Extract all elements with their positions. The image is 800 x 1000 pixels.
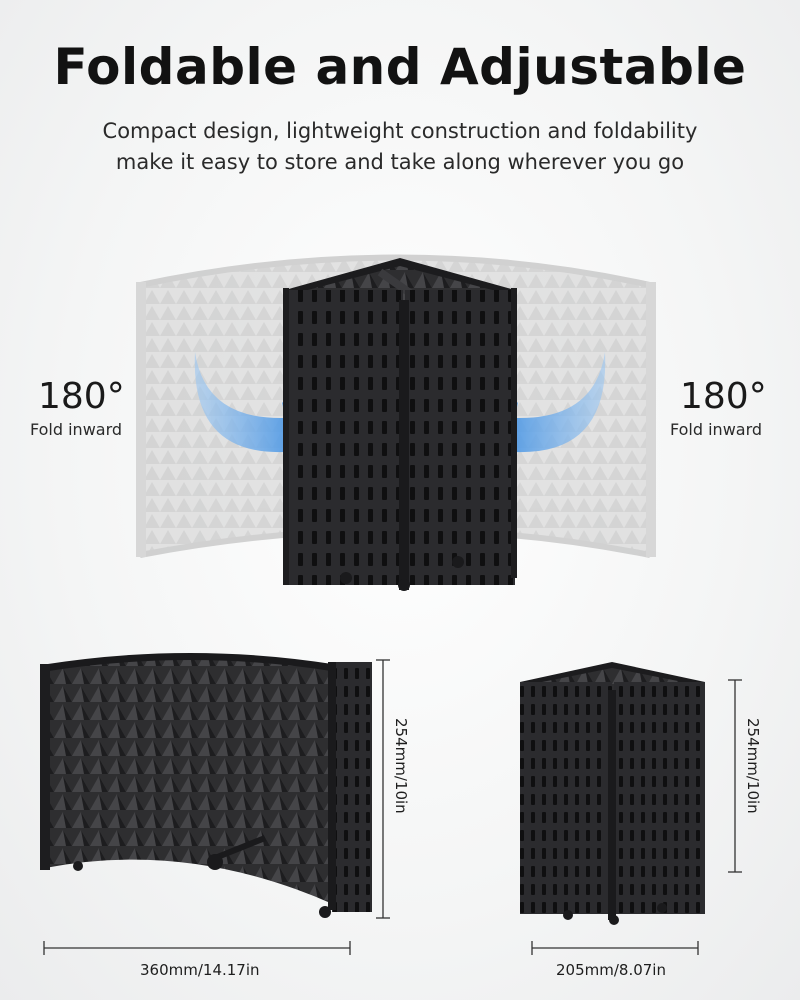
subtitle-line-2: make it easy to store and take along whe…	[115, 150, 685, 174]
page-subtitle: Compact design, lightweight construction…	[0, 116, 800, 178]
fold-left-angle: 180°	[38, 376, 125, 417]
folded-shield-main	[283, 258, 517, 591]
open-height-label: 254mm/10in	[392, 718, 410, 814]
folded-width-label: 205mm/8.07in	[556, 961, 666, 979]
folded-shield-small	[520, 662, 705, 925]
fold-right-angle: 180°	[680, 376, 767, 417]
folded-height-label: 254mm/10in	[744, 718, 762, 814]
open-width-label: 360mm/14.17in	[140, 961, 260, 979]
open-shield	[40, 653, 372, 918]
fold-left-label: Fold inward	[30, 420, 123, 439]
subtitle-line-1: Compact design, lightweight construction…	[102, 119, 698, 143]
page-title: Foldable and Adjustable	[53, 38, 747, 96]
dimension-lines	[43, 659, 742, 955]
fold-right-label: Fold inward	[670, 420, 763, 439]
